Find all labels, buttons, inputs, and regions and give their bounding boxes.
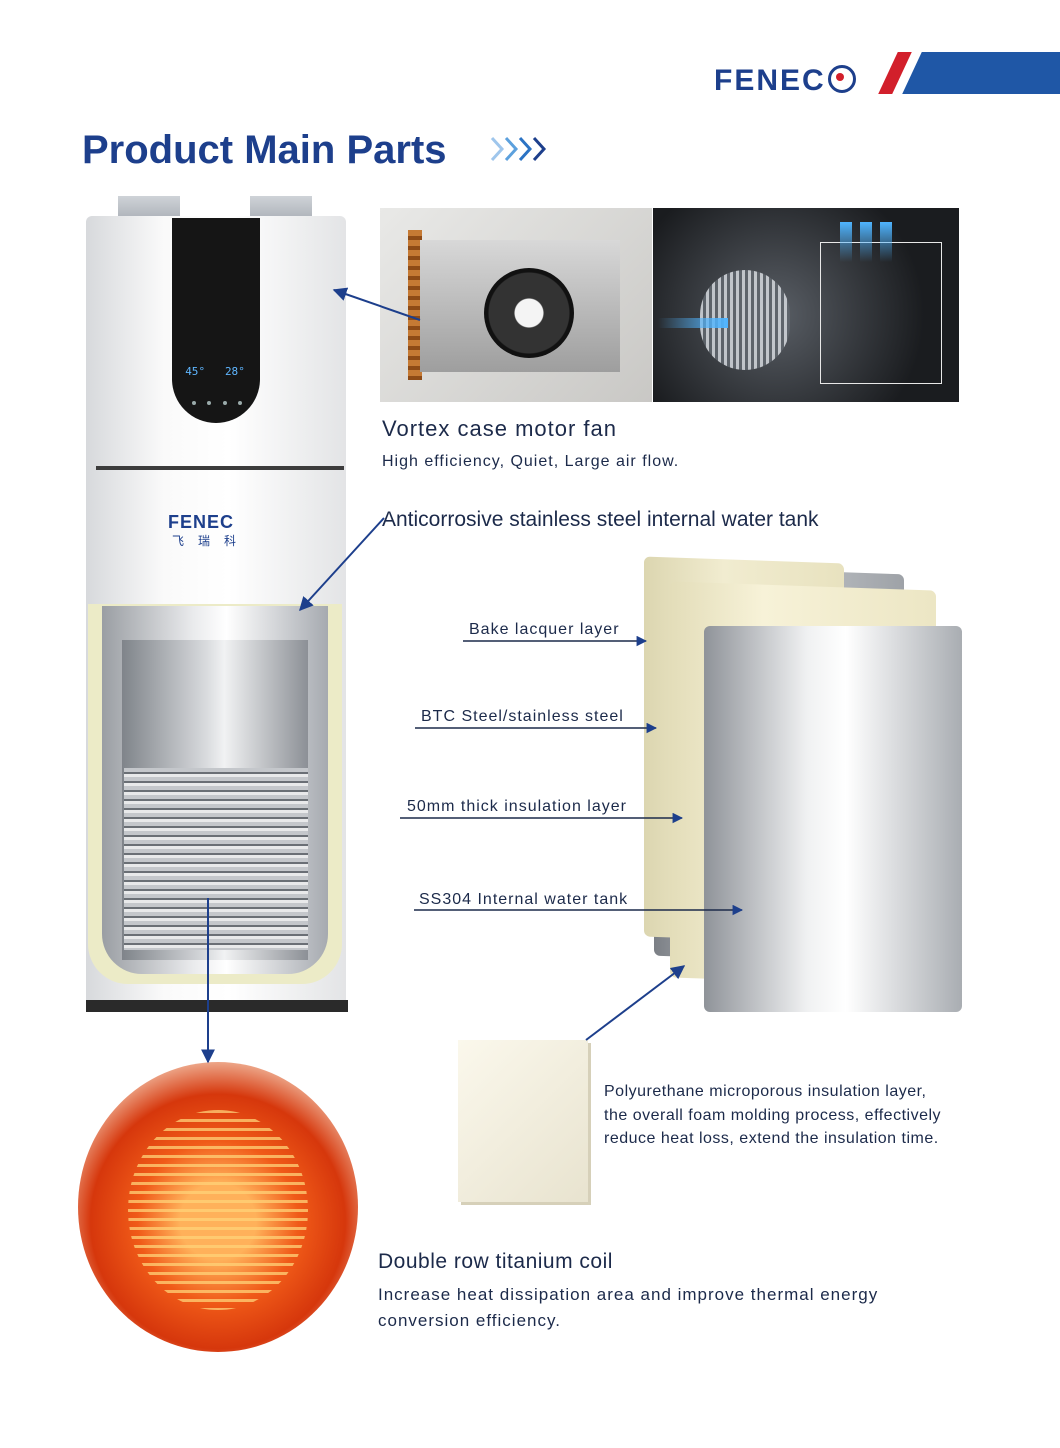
coil-subtitle: Increase heat dissipation area and impro… [378, 1285, 879, 1330]
brand-logo: FENEC [714, 64, 856, 98]
coil-title: Double row titanium coil [378, 1250, 613, 1273]
arrow-tank [299, 517, 385, 612]
logo-mark-icon [827, 65, 856, 93]
panel-button-dot [237, 401, 242, 405]
fan-wheel-icon [484, 268, 574, 358]
unit-logo-cn: 飞瑞科 [172, 534, 251, 548]
layer-label: Bake lacquer layer [469, 621, 620, 638]
brand-logo-text: FENEC [714, 64, 826, 97]
panel-buttons [192, 401, 242, 407]
panel-button-dot [192, 401, 196, 405]
panel-button-dot [207, 401, 212, 405]
layer-label: 50mm thick insulation layer [407, 798, 627, 815]
fan-title: Vortex case motor fan [382, 416, 617, 441]
tank-coil [124, 768, 308, 950]
airflow-arrow-icon [840, 222, 852, 262]
airflow-arrow-icon [860, 222, 872, 262]
insulation-text: Polyurethane microporous insulation laye… [604, 1083, 942, 1147]
unit-seam [96, 466, 344, 470]
arrow-foam [585, 965, 686, 1041]
unit-base [86, 1000, 348, 1012]
layer-label: BTC Steel/stainless steel [421, 708, 624, 725]
tank-title: Anticorrosive stainless steel internal w… [382, 508, 819, 531]
display-left-value: 45 [185, 365, 199, 378]
page-title: Product Main Parts [82, 128, 447, 172]
arrow-fan [332, 287, 421, 321]
layer-water-tank [704, 626, 962, 1012]
chevron-right-icon [490, 136, 547, 162]
control-panel [172, 218, 260, 423]
airflow-arrow-icon [880, 222, 892, 262]
airflow-arrow-icon [658, 318, 728, 328]
foam-sample [458, 1040, 588, 1202]
control-display: 45° 28° [185, 365, 245, 378]
display-right-value: 28 [224, 365, 239, 378]
fan-subtitle: High efficiency, Quiet, Large air flow. [382, 453, 680, 470]
copper-coil [408, 230, 422, 380]
unit-logo: FENEC [168, 512, 235, 532]
layer-label: SS304 Internal water tank [419, 891, 629, 908]
panel-button-dot [222, 401, 227, 405]
coil-rings [128, 1110, 308, 1310]
